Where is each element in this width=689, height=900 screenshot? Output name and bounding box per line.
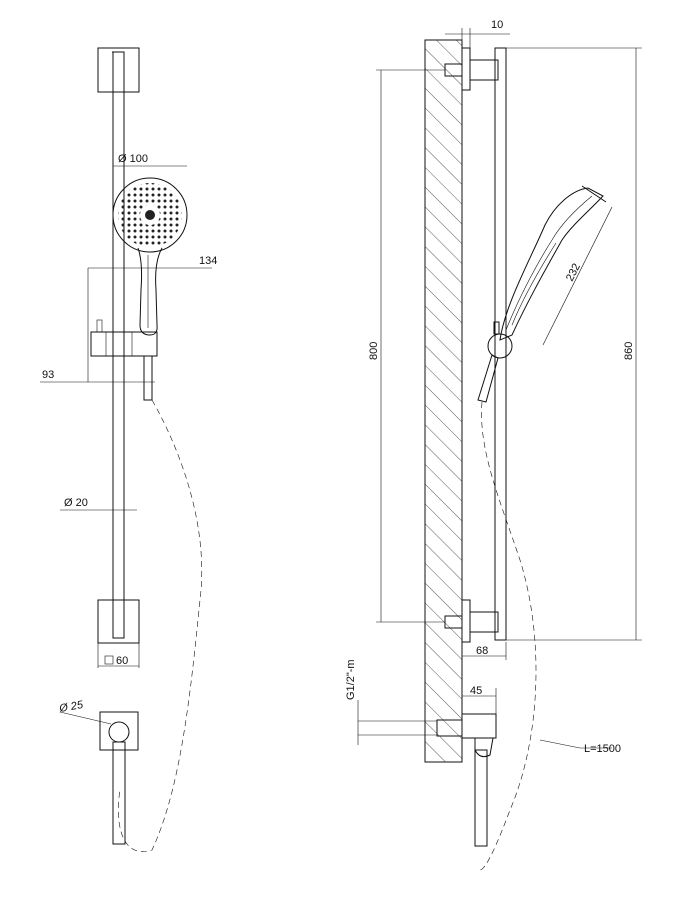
top-flange [461,47,471,91]
top-anchor [444,63,463,77]
dim-outlet-diameter: Ø 25 [57,699,84,715]
dim-handshower-length: 232 [564,262,583,284]
bottom-flange [461,599,471,643]
dim-wall-gap: 10 [491,19,503,31]
side-dimensions [357,28,642,749]
bottom-bracket [97,599,140,644]
wall-section [424,39,463,763]
hose-side [479,401,537,871]
top-bracket [97,47,140,93]
dim-thread: G1/2"-m [345,659,357,700]
bottom-arm [469,611,499,633]
shower-head [112,177,188,253]
holder-knob [487,333,513,359]
top-arm [469,59,499,81]
dim-head-width: 134 [199,255,217,267]
outlet-box [99,711,139,751]
hose-connector [143,355,153,401]
outlet-pipe [112,741,126,845]
outlet-round [108,721,130,743]
hose-front [118,399,203,852]
bottom-anchor [444,615,463,629]
outlet-pipe-side [474,749,488,847]
side-connector [477,354,499,403]
slide-holder [90,331,158,357]
dim-holder-offset: 93 [42,369,54,381]
dim-hose-length: L=1500 [584,743,621,755]
dim-rail-diameter: Ø 20 [64,497,88,509]
dim-rail-depth: 68 [476,645,488,657]
dim-rail-spacing: 800 [368,342,380,360]
side-view [357,28,642,871]
shower-handle [137,247,163,336]
dim-head-diameter: Ø 100 [118,153,148,165]
front-view [40,47,212,852]
dim-total-height: 860 [623,342,635,360]
square-symbol-icon [104,655,114,665]
front-dimensions [40,165,212,725]
rail-front [112,51,125,639]
rail-side [494,47,507,641]
dim-outlet-depth: 45 [470,685,482,697]
outlet-elbow [461,713,497,739]
handshower-side [499,187,604,341]
dim-bracket-square: 60 [116,655,128,667]
